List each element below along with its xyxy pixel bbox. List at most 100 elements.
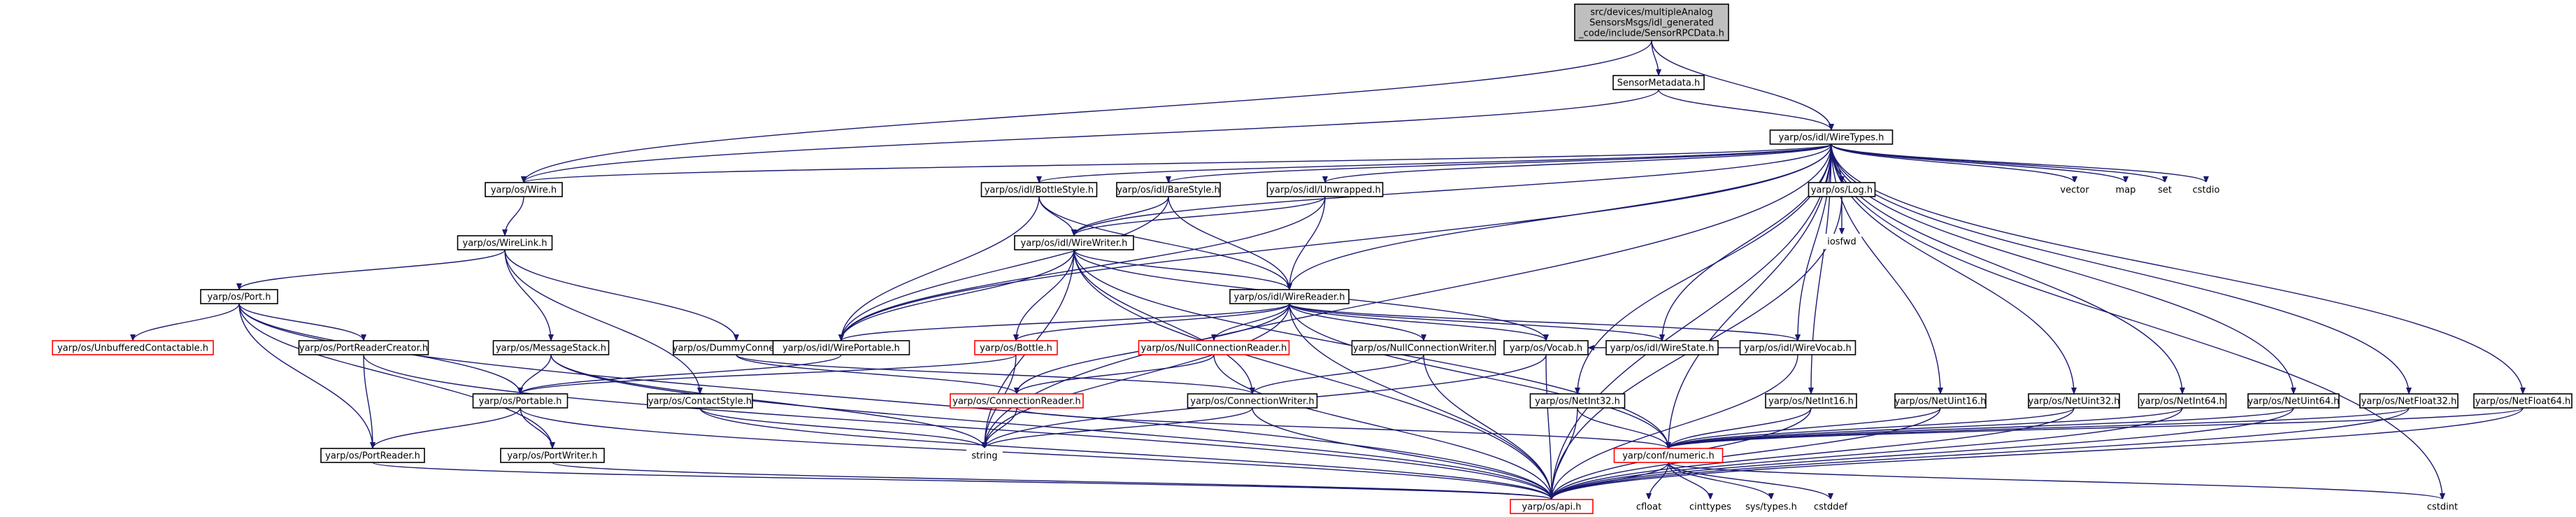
node-label: set [2158, 185, 2172, 196]
edge [1795, 143, 1832, 341]
node-dummyconnector: yarp/os/DummyConnector.h [673, 340, 800, 355]
node-label: _code/include/SensorRPCData.h [1578, 29, 1724, 39]
edge [1549, 354, 1798, 500]
node-label: yarp/os/idl/BareStyle.h [1117, 185, 1220, 196]
edge [1071, 196, 1169, 236]
edge-connreader-to-numeric [1016, 407, 1671, 449]
node-label: yarp/os/NullConnectionWriter.h [1353, 344, 1494, 354]
edge-root-to-wiretypes [1651, 40, 1834, 131]
edge [982, 303, 1290, 449]
edge-wirewriter-to-bottle [1013, 249, 1075, 341]
edge-netint64-to-api [1549, 407, 2183, 500]
node-box [2421, 499, 2463, 514]
edge-wiretypes-to-netuint16 [1831, 143, 1943, 395]
node-box [2473, 393, 2573, 409]
edge-netint16-to-numeric [1666, 407, 1812, 449]
node-box [1612, 75, 1705, 90]
edge-wirelink-to-port [236, 249, 506, 290]
node-box [1187, 393, 1318, 409]
edge-wirereader-to-nullconnreader [1211, 303, 1290, 341]
node-wirewriter: yarp/os/idl/WireWriter.h [1014, 235, 1134, 250]
edge [1213, 354, 1554, 500]
edge [1549, 407, 1941, 500]
edge-connwriter-to-api [1252, 407, 1554, 500]
node-box [2138, 393, 2227, 409]
node-label: yarp/os/PortWriter.h [507, 451, 597, 462]
node-label: yarp/os/idl/WireVocab.h [1744, 344, 1851, 354]
node-label: yarp/os/NetUint32.h [2028, 397, 2120, 407]
node-label: yarp/os/PortReader.h [325, 451, 420, 462]
edge-wiretypes-to-string [982, 143, 1832, 449]
edge-portable-to-api [520, 407, 1554, 500]
edge-numeric-to-cinttypes [1668, 462, 1713, 500]
edge-contactstyle-to-api [699, 407, 1554, 500]
edge [1545, 354, 1554, 500]
edge-netuint16-to-api [1549, 407, 1941, 500]
node-label: vector [2060, 185, 2089, 196]
node-box [1613, 448, 1724, 463]
edge-bottlestyle-to-wireportable [838, 196, 1040, 341]
node-label: yarp/os/idl/WireTypes.h [1779, 133, 1884, 143]
node-netint32: yarp/os/NetInt32.h [1529, 393, 1626, 409]
node-box [1822, 234, 1862, 249]
edge-wiretypes-to-wirestate [1659, 143, 1832, 341]
node-box [1743, 499, 1800, 514]
node-netfloat32: yarp/os/NetFloat32.h [2359, 393, 2459, 409]
node-label: SensorMetadata.h [1617, 78, 1701, 89]
edge [1831, 143, 2209, 183]
node-label: cinttypes [1689, 502, 1731, 513]
edge [1575, 143, 1832, 395]
node-label: iosfwd [1827, 237, 1856, 248]
edge-nullconnwriter-to-api [1423, 354, 1554, 500]
edge [1071, 196, 1326, 236]
edge-netint32-to-numeric [1577, 407, 1671, 449]
node-box [1351, 340, 1496, 355]
node-label: yarp/os/idl/BottleStyle.h [985, 185, 1094, 196]
node-portreader: yarp/os/PortReader.h [320, 448, 425, 463]
node-portreadercreator: yarp/os/PortReaderCreator.h [298, 340, 429, 355]
node-label: cstddef [1814, 502, 1848, 513]
edge [838, 196, 1169, 341]
node-label: yarp/os/Vocab.h [1510, 344, 1582, 354]
edge [1646, 462, 1669, 500]
edge-nullconnreader-to-api [1213, 354, 1554, 500]
node-layer: src/devices/multipleAnalogSensorsMsgs/id… [52, 3, 2573, 514]
node-box [1503, 340, 1589, 355]
node-label: yarp/os/NetFloat32.h [2361, 397, 2457, 407]
edge [1668, 462, 1774, 500]
node-wiretypes: yarp/os/idl/WireTypes.h [1769, 129, 1894, 145]
node-box [980, 182, 1098, 197]
node-label: string [971, 451, 997, 462]
node-box [2151, 182, 2179, 197]
edge-wiretypes-to-wireportable [838, 143, 1832, 341]
edge-numeric-to-cfloat [1646, 462, 1669, 500]
edge [1289, 303, 1426, 341]
node-cfloat: cfloat [1630, 499, 1668, 514]
node-cstdint: cstdint [2421, 499, 2463, 514]
edge-wiretypes-to-unwrapped [1322, 143, 1832, 183]
edge-wirewriter-to-wireportable [838, 249, 1075, 341]
node-log: yarp/os/Log.h [1808, 182, 1876, 197]
node-label: yarp/os/idl/WireState.h [1610, 344, 1715, 354]
edge [1666, 407, 2183, 449]
node-label: yarp/os/ConnectionReader.h [952, 397, 1081, 407]
edge-layer [130, 40, 2526, 500]
edge [1038, 196, 1292, 290]
node-string: string [966, 448, 1003, 463]
edge-netuint64-to-numeric [1666, 407, 2294, 449]
edge-wiretypes-to-netuint64 [1831, 143, 2296, 395]
node-box [1808, 182, 1876, 197]
edge-portable-to-portreader [370, 407, 521, 449]
edge [1831, 143, 2185, 395]
edge-portreadercreator-to-api [363, 354, 1554, 500]
edge-nullconnreader-to-connreader [1014, 354, 1215, 395]
node-box [974, 340, 1058, 355]
edge [1252, 407, 1554, 500]
edge-sensormetadata-to-wire [521, 89, 1659, 183]
edge-barestyle-to-wirereader [1168, 196, 1292, 290]
edge [1666, 407, 1941, 449]
edge-dummyconnector-to-connwriter [736, 354, 1255, 395]
edge [1831, 143, 2445, 500]
edge [1289, 303, 1671, 449]
edge-wiretypes-to-barestyle [1166, 143, 1832, 183]
